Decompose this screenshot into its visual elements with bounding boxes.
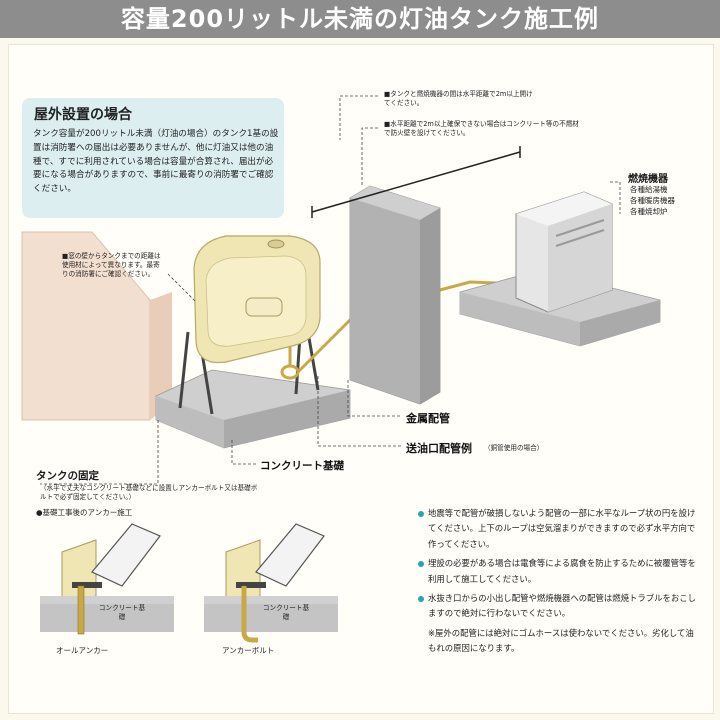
outdoor-info-box	[22, 98, 284, 218]
wall-distance-note: ■窓の壁からタンクまでの距離は使用材によって異なります。最寄りの消防署にご確認く…	[62, 252, 161, 278]
feed-pipe-label: 送油口配管例	[406, 442, 472, 455]
page-title: 容量200リットル未満の灯油タンク施工例	[120, 5, 600, 33]
note-item: 水抜き口からの小出し配管や燃焼機器への配管は燃焼トラブルをおこしますので絶対に行…	[418, 591, 702, 622]
notes-list: 地震等で配管が破損しないよう配管の一部に水平なループ状の円を設けてください。上下…	[418, 506, 702, 661]
appliance-item: 各種暖房機器	[630, 196, 675, 205]
fixing-sub: ●基礎工事後のアンカー施工	[36, 508, 133, 517]
concrete-label-right: コンクリート基礎	[262, 604, 310, 621]
anchor-bolt-detail	[204, 523, 338, 643]
metal-pipe-label: 金属配管	[406, 412, 450, 425]
fixing-title: タンクの固定	[36, 470, 99, 482]
all-anchor-caption: オールアンカー	[56, 646, 109, 655]
all-anchor-detail	[40, 523, 174, 635]
appliance-item: 各種給湯機	[630, 185, 668, 194]
anchor-bolt-caption: アンカーボルト	[222, 646, 275, 655]
note-item: 埋設の必要がある場合は電食等による腐食を防止するために被覆管等を利用して施工して…	[418, 556, 702, 587]
concrete-label-left: コンクリート基礎	[98, 604, 146, 621]
fixing-note: （水平で丈夫なコンクリート基礎などに設置しアンカーボルト又は基礎ボルトで必ず固定…	[40, 484, 258, 501]
fire-wall-note: ■水平距離で2m以上確保できない場合はコンクリート等の不燃材で防火壁を設けてくだ…	[384, 120, 579, 137]
bullet-icon	[418, 561, 424, 568]
outdoor-body: タンク容量が200リットル未満（灯油の場合）のタンク1基の設置は消防署への届出は…	[33, 129, 279, 195]
note-item: ※屋外の配管には絶対にゴムホースは使わないでください。劣化して油もれの原因になり…	[428, 627, 694, 654]
feed-pipe-note: （銅管使用の場合）	[484, 444, 544, 452]
title-bar	[0, 0, 720, 38]
note-item: 地震等で配管が破損しないよう配管の一部に水平なループ状の円を設けてください。上下…	[418, 506, 702, 552]
bullet-icon	[418, 511, 424, 517]
concrete-base-label: コンクリート基礎	[260, 460, 344, 472]
appliance-item: 各種焼却炉	[630, 207, 668, 216]
bullet-icon	[418, 596, 424, 603]
distance-2m-note: ■タンクと燃焼機器の間は水平距離で2m以上開けてください。	[384, 90, 533, 107]
appliance-title: 燃焼機器	[628, 174, 668, 185]
house-wall-side	[150, 292, 172, 420]
outdoor-heading: 屋外設置の場合	[34, 107, 132, 123]
